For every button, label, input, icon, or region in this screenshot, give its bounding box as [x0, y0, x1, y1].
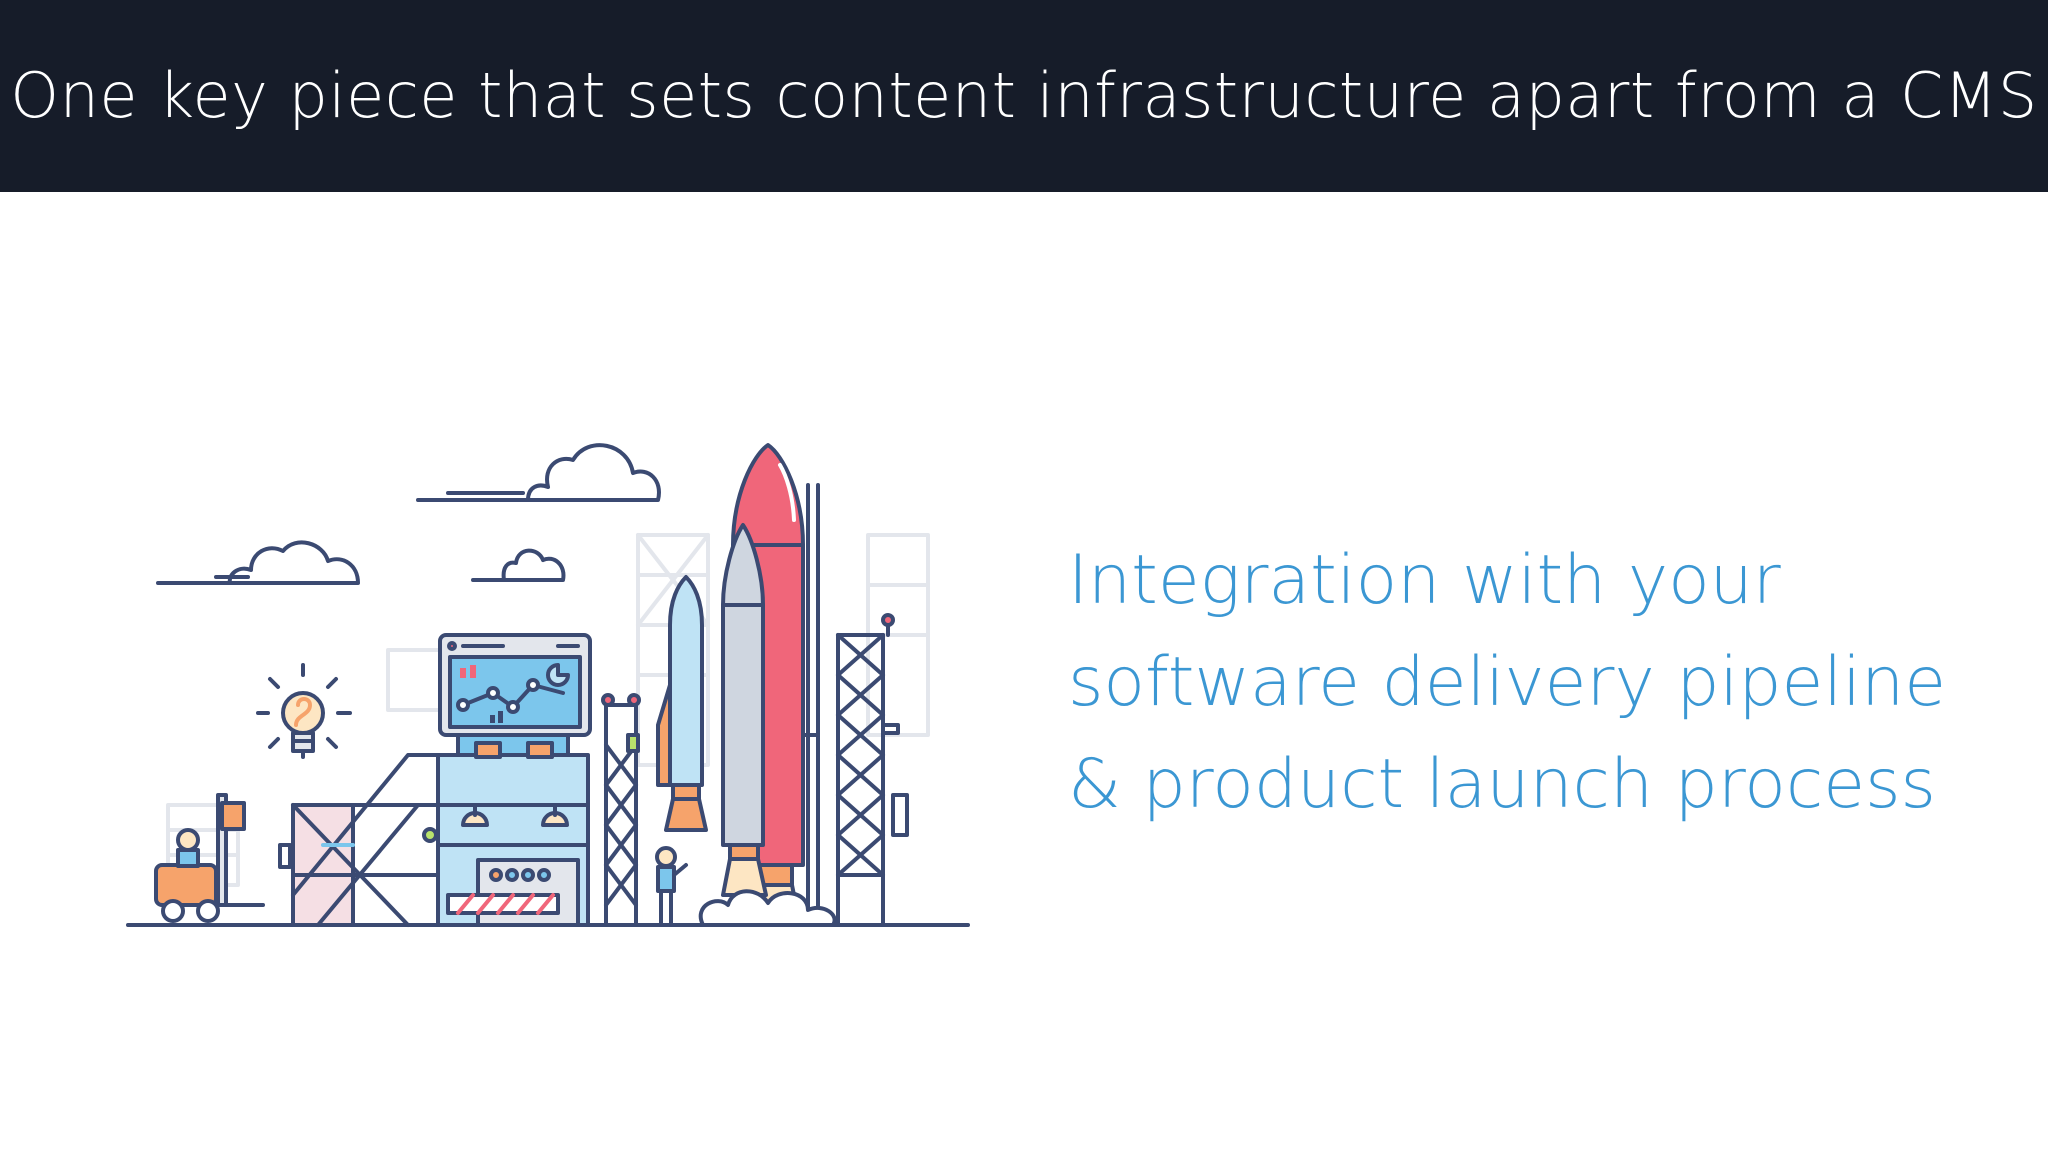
rocket-booster-left: [656, 575, 708, 832]
header-bar: One key piece that sets content infrastr…: [0, 0, 2048, 192]
text-line-1: Integration with your: [1068, 541, 1781, 620]
forklift-icon: [154, 793, 265, 923]
smoke-cloud-icon: [698, 889, 837, 927]
worker-icon: [655, 846, 688, 927]
text-line-3: & product launch process: [1068, 745, 1936, 824]
text-line-2: software delivery pipeline: [1068, 643, 1947, 722]
launch-tower-small: [601, 693, 641, 927]
staircase-structure: [278, 753, 460, 927]
rocket-launch-pad-illustration: [126, 443, 970, 927]
rocket-booster-grey: [721, 523, 768, 897]
cloud-icon: [471, 548, 566, 582]
integration-text-block: Integration with your software delivery …: [1068, 530, 2008, 836]
page-title: One key piece that sets content infrastr…: [10, 59, 2038, 132]
light-bulb-icon: [256, 663, 352, 759]
monitor-icon: [438, 633, 592, 737]
control-building: [436, 723, 590, 927]
cloud-icon: [416, 443, 661, 502]
launch-tower-large: [796, 483, 909, 927]
cloud-icon: [156, 540, 360, 585]
